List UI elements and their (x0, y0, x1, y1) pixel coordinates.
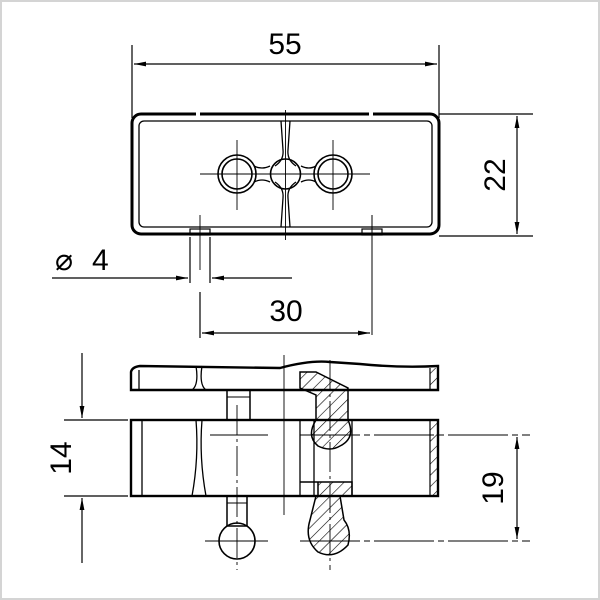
dimension-label-14: 14 (45, 441, 78, 474)
dimension-body-height: 14 (45, 353, 128, 563)
dimension-pin-spacing: 30 (199, 292, 370, 338)
dimension-pin-center-height: 19 (477, 437, 520, 539)
dimension-pin-diameter: ⌀ 4 (52, 237, 292, 283)
dimension-label-4: 4 (92, 244, 109, 277)
top-view: 55 (52, 28, 533, 338)
dimension-label-22: 22 (479, 158, 512, 191)
side-section-view: 14 19 (45, 353, 530, 570)
dimension-overall-length: 55 (131, 28, 440, 118)
dimension-width: 22 (439, 113, 533, 237)
dimension-label-19: 19 (477, 471, 510, 504)
dimension-label-55: 55 (268, 28, 301, 61)
diameter-symbol: ⌀ (55, 244, 73, 277)
dimension-label-30: 30 (269, 295, 302, 328)
